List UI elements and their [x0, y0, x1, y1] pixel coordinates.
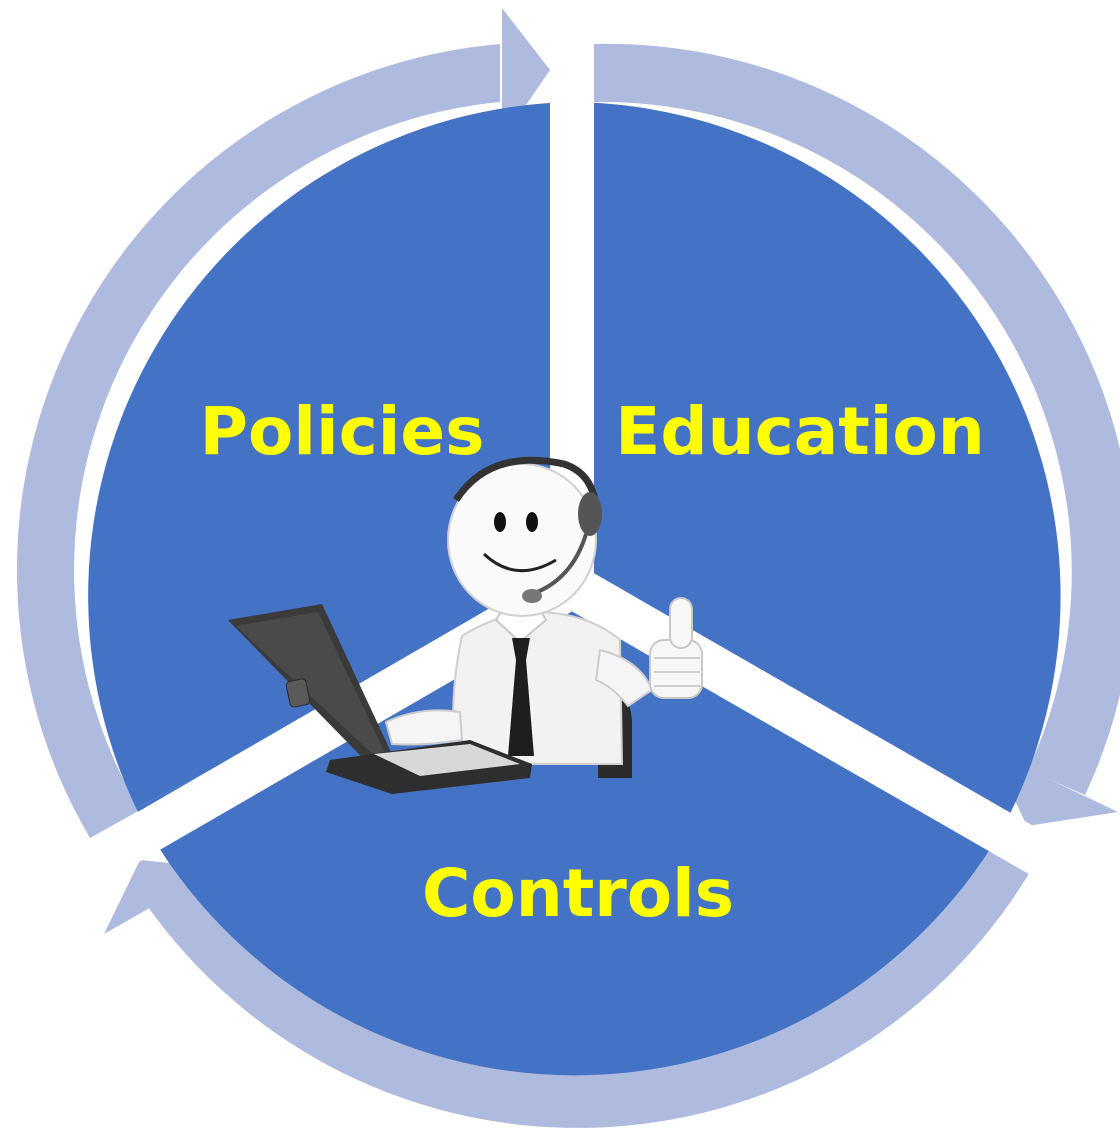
cycle-arrow-education-to-controls — [135, 845, 1030, 1128]
segment-label-controls: Controls — [422, 855, 734, 932]
divider-right — [561, 566, 1056, 878]
laptop-keyboard — [374, 744, 520, 776]
support-agent-figure — [228, 456, 703, 794]
segment-label-policies: Policies — [200, 393, 485, 470]
left-hand — [384, 709, 464, 746]
shirt — [452, 610, 624, 765]
tie-icon — [508, 638, 534, 756]
laptop-icon — [228, 604, 532, 794]
segment-label-education: Education — [615, 393, 984, 470]
right-arm — [594, 648, 654, 708]
cycle-arrow-policies-to-education — [594, 43, 1120, 795]
thumbs-up-icon — [649, 597, 703, 699]
headset-icon — [453, 456, 602, 603]
cycle-arrow-controls-to-policies — [16, 44, 501, 838]
